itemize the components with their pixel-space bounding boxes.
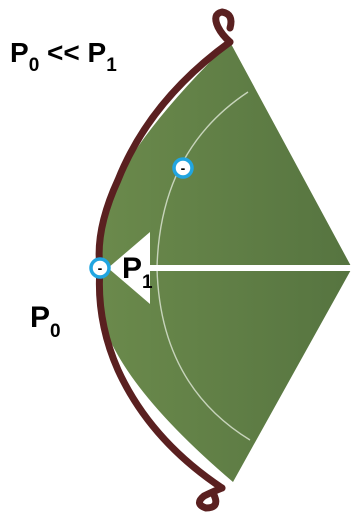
p0-label: P0 — [30, 301, 61, 342]
pressure-arrow-head — [108, 232, 150, 304]
relation-operator: << — [39, 37, 87, 68]
relation-p0-sub: 0 — [29, 55, 40, 76]
relation-p1-main: P — [88, 37, 107, 68]
relation-p0-main: P — [10, 37, 29, 68]
marker-upper: - — [172, 157, 194, 179]
p1-label: P1 — [122, 252, 153, 293]
p0-sub: 0 — [50, 321, 61, 342]
p1-main: P — [122, 252, 142, 285]
p1-sub: 1 — [142, 272, 153, 293]
relation-p1-sub: 1 — [106, 55, 117, 76]
p0-main: P — [30, 301, 50, 334]
pressure-arrow-shaft — [148, 265, 352, 271]
pressure-relation-label: P0 << P1 — [10, 37, 117, 76]
marker-left: - — [89, 257, 111, 279]
top-curl — [212, 8, 235, 46]
marker-upper-symbol: - — [181, 160, 186, 176]
sector-fill — [97, 42, 352, 482]
bottom-curl — [196, 484, 226, 512]
marker-left-symbol: - — [98, 260, 103, 276]
